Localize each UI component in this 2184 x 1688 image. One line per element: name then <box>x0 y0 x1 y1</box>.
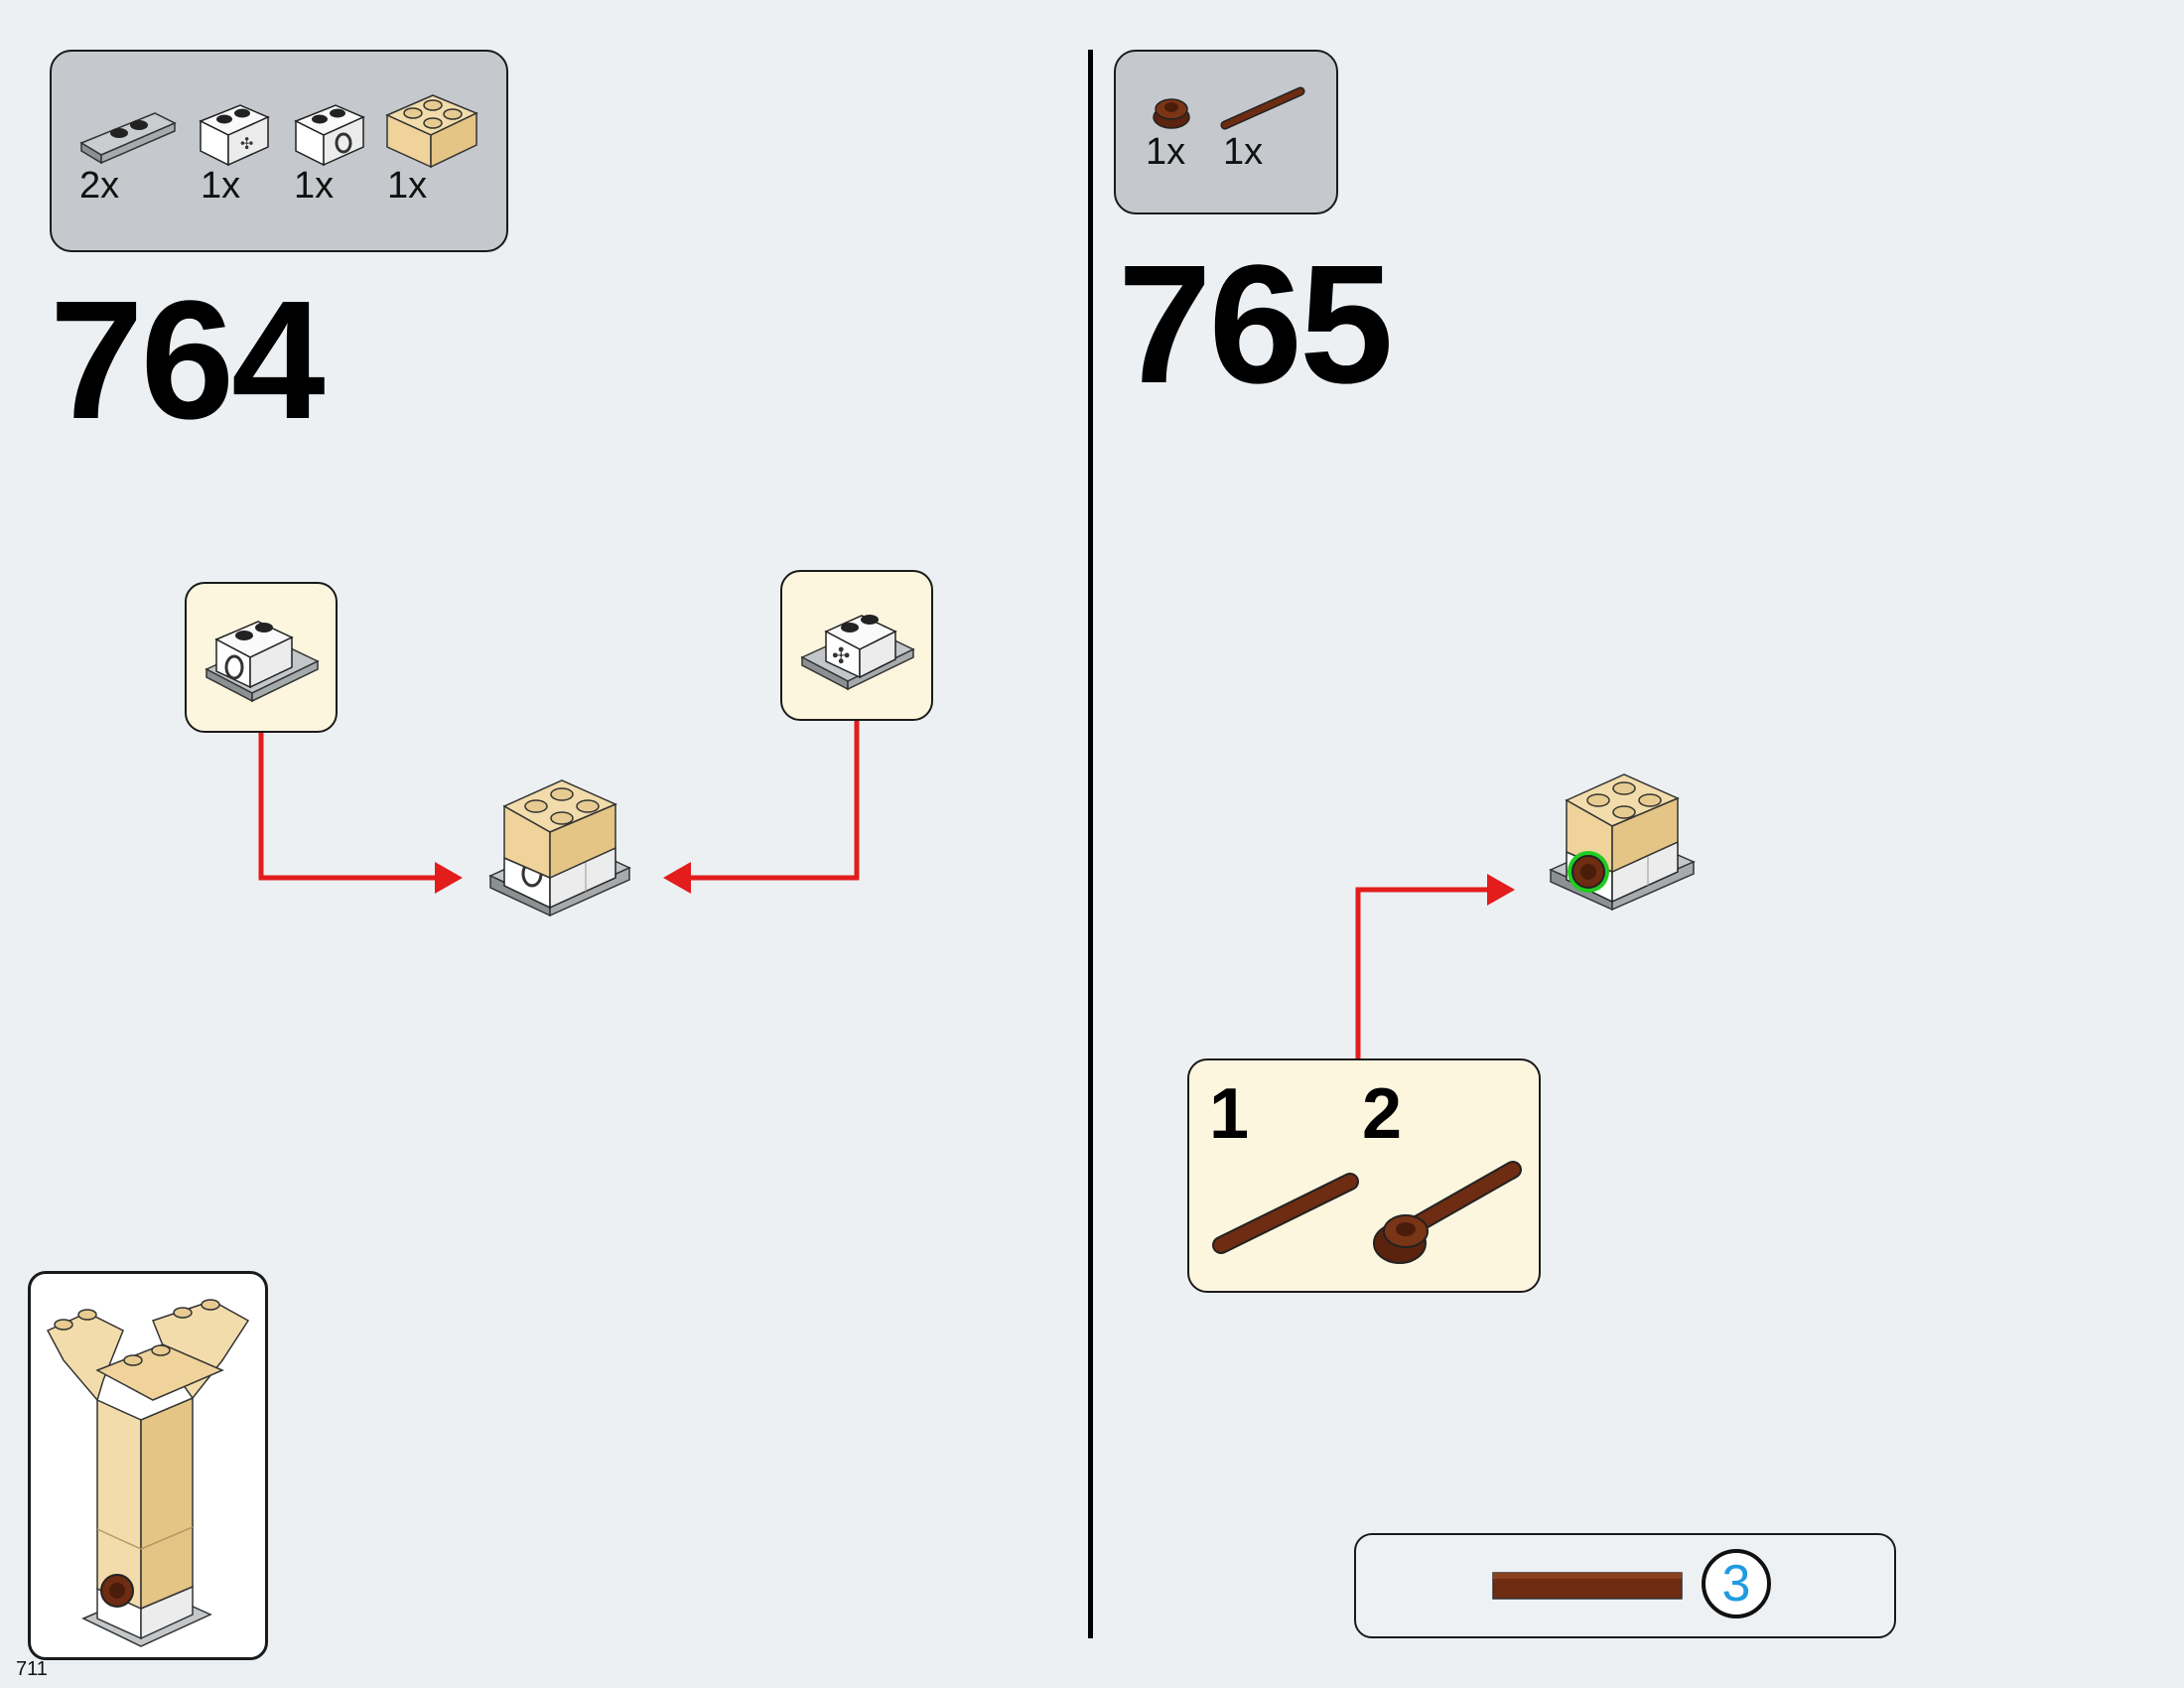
pin-hole-brick-on-plate-icon <box>205 621 320 703</box>
assembly-764-icon <box>488 779 631 917</box>
page-divider <box>1088 50 1093 1638</box>
callout-sub-steps <box>1187 1058 1541 1293</box>
brown-round-plate-icon <box>1153 98 1190 129</box>
tan-brick-2x2-icon <box>385 94 478 169</box>
sub-step-2: 2 <box>1362 1074 1403 1154</box>
callout-axle-hole-assembly <box>780 570 933 721</box>
assembly-765-icon <box>1549 774 1696 912</box>
axle-with-round-plate-icon <box>1373 1161 1522 1264</box>
sub-step-1: 1 <box>1209 1074 1250 1154</box>
tan-tower-model-icon <box>46 1299 250 1647</box>
gray-plate-1x2-icon <box>79 112 177 165</box>
brown-axle-bar-icon <box>1220 86 1305 130</box>
length-number-badge: 3 <box>1702 1549 1771 1618</box>
qty-764-1: 2x <box>79 165 120 207</box>
svg-text:✣: ✣ <box>240 134 253 153</box>
white-technic-brick-pin-hole-icon <box>294 104 365 167</box>
qty-765-1: 1x <box>1146 131 1186 173</box>
qty-765-2: 1x <box>1223 131 1264 173</box>
step-number-764: 764 <box>50 266 326 455</box>
page-number: 711 <box>16 1658 48 1680</box>
qty-764-2: 1x <box>201 165 241 207</box>
brown-axle-bar-sub-icon <box>1212 1173 1359 1254</box>
axle-hole-brick-on-plate-icon: ✣ <box>800 615 915 691</box>
svg-text:✣: ✣ <box>832 644 850 669</box>
qty-764-3: 1x <box>294 165 335 207</box>
white-technic-brick-axle-hole-icon: ✣ <box>199 104 270 167</box>
parts-list-765 <box>1114 50 1338 214</box>
step-number-765: 765 <box>1118 230 1394 419</box>
brown-bar-length-icon <box>1492 1572 1683 1600</box>
qty-764-4: 1x <box>387 165 428 207</box>
